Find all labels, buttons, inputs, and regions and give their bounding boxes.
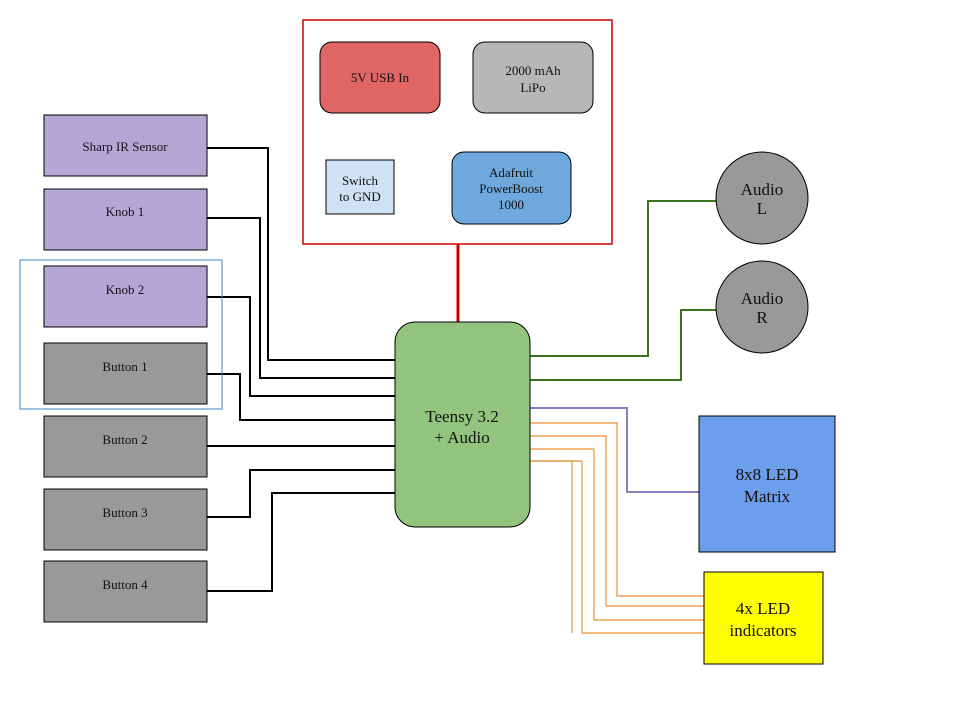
knob2-box <box>43 265 208 328</box>
wire-led-5 <box>530 460 573 633</box>
powerboost-node: Adafruit PowerBoost 1000 <box>451 151 572 225</box>
teensy-node: Teensy 3.2 + Audio <box>394 321 531 528</box>
switch-label-line1: Switch <box>342 173 379 188</box>
wire-button3 <box>207 469 395 518</box>
wire-button1 <box>207 373 395 421</box>
led-indicators-label-line1: 4x LED <box>736 599 790 618</box>
wire-led-2 <box>530 435 704 607</box>
led-indicators-box <box>703 571 824 665</box>
wire-led-3 <box>530 448 704 621</box>
button4-node: Button 4 <box>43 560 208 623</box>
wire-matrix <box>530 407 699 493</box>
wire-audio-r <box>530 309 716 381</box>
powerboost-box <box>451 151 572 225</box>
audio-r-node: Audio R <box>715 260 809 354</box>
button3-box <box>43 488 208 551</box>
wire-led-1 <box>530 422 704 597</box>
teensy-box <box>394 321 531 528</box>
button1-node: Button 1 <box>43 342 208 405</box>
switch-box <box>325 159 395 215</box>
switch-node: Switch to GND <box>325 159 395 215</box>
button1-box <box>43 342 208 405</box>
audio-r-circle <box>715 260 809 354</box>
sharp-ir-label: Sharp IR Sensor <box>82 139 168 154</box>
led-indicators-node: 4x LED indicators <box>703 571 824 665</box>
usb-in-box <box>319 41 441 114</box>
wires <box>205 147 716 634</box>
powerboost-label-line2: PowerBoost <box>479 181 543 196</box>
led-matrix-node: 8x8 LED Matrix <box>698 415 836 553</box>
lipo-label-line2: LiPo <box>520 80 545 95</box>
led-matrix-box <box>698 415 836 553</box>
led-matrix-label-line2: Matrix <box>744 487 791 506</box>
audio-r-label-line2: R <box>756 308 768 327</box>
sharp-ir-box <box>43 114 208 177</box>
wire-audio-l <box>530 200 716 357</box>
output-nodes: Audio L Audio R 8x8 LED Matrix 4x LED in… <box>698 151 836 665</box>
audio-l-label-line2: L <box>757 199 767 218</box>
knob2-label: Knob 2 <box>106 282 145 297</box>
button2-label: Button 2 <box>102 432 147 447</box>
wire-button4 <box>207 492 395 592</box>
audio-l-node: Audio L <box>715 151 809 245</box>
knob2-node: Knob 2 <box>43 265 208 328</box>
button3-label: Button 3 <box>102 505 147 520</box>
audio-l-circle <box>715 151 809 245</box>
power-module: 5V USB In 2000 mAh LiPo Switch to GND Ad… <box>302 19 613 245</box>
knob1-node: Knob 1 <box>43 188 208 251</box>
button3-node: Button 3 <box>43 488 208 551</box>
wire-sharp-ir <box>207 147 395 361</box>
selection-highlight <box>19 259 223 410</box>
button4-box <box>43 560 208 623</box>
usb-in-node: 5V USB In <box>319 41 441 114</box>
wire-knob2 <box>205 296 395 397</box>
led-matrix-label-line1: 8x8 LED <box>736 465 799 484</box>
knob1-label: Knob 1 <box>106 204 145 219</box>
button2-node: Button 2 <box>43 415 208 478</box>
sharp-ir-node: Sharp IR Sensor <box>43 114 208 177</box>
lipo-node: 2000 mAh LiPo <box>472 41 594 114</box>
knob1-box <box>43 188 208 251</box>
button4-label: Button 4 <box>102 577 148 592</box>
powerboost-label-line3: 1000 <box>498 197 524 212</box>
lipo-box <box>472 41 594 114</box>
teensy-label-line2: + Audio <box>434 428 489 447</box>
lipo-label-line1: 2000 mAh <box>505 63 561 78</box>
switch-label-line2: to GND <box>339 189 381 204</box>
button2-box <box>43 415 208 478</box>
wire-knob1 <box>207 217 395 379</box>
input-nodes: Sharp IR Sensor Knob 1 Knob 2 Button 1 B… <box>19 114 223 623</box>
teensy-label-line1: Teensy 3.2 <box>425 407 498 426</box>
usb-in-label: 5V USB In <box>351 70 410 85</box>
powerboost-label-line1: Adafruit <box>489 165 533 180</box>
audio-l-label-line1: Audio <box>741 180 784 199</box>
led-indicators-label-line2: indicators <box>729 621 796 640</box>
button1-label: Button 1 <box>102 359 147 374</box>
audio-r-label-line1: Audio <box>741 289 784 308</box>
